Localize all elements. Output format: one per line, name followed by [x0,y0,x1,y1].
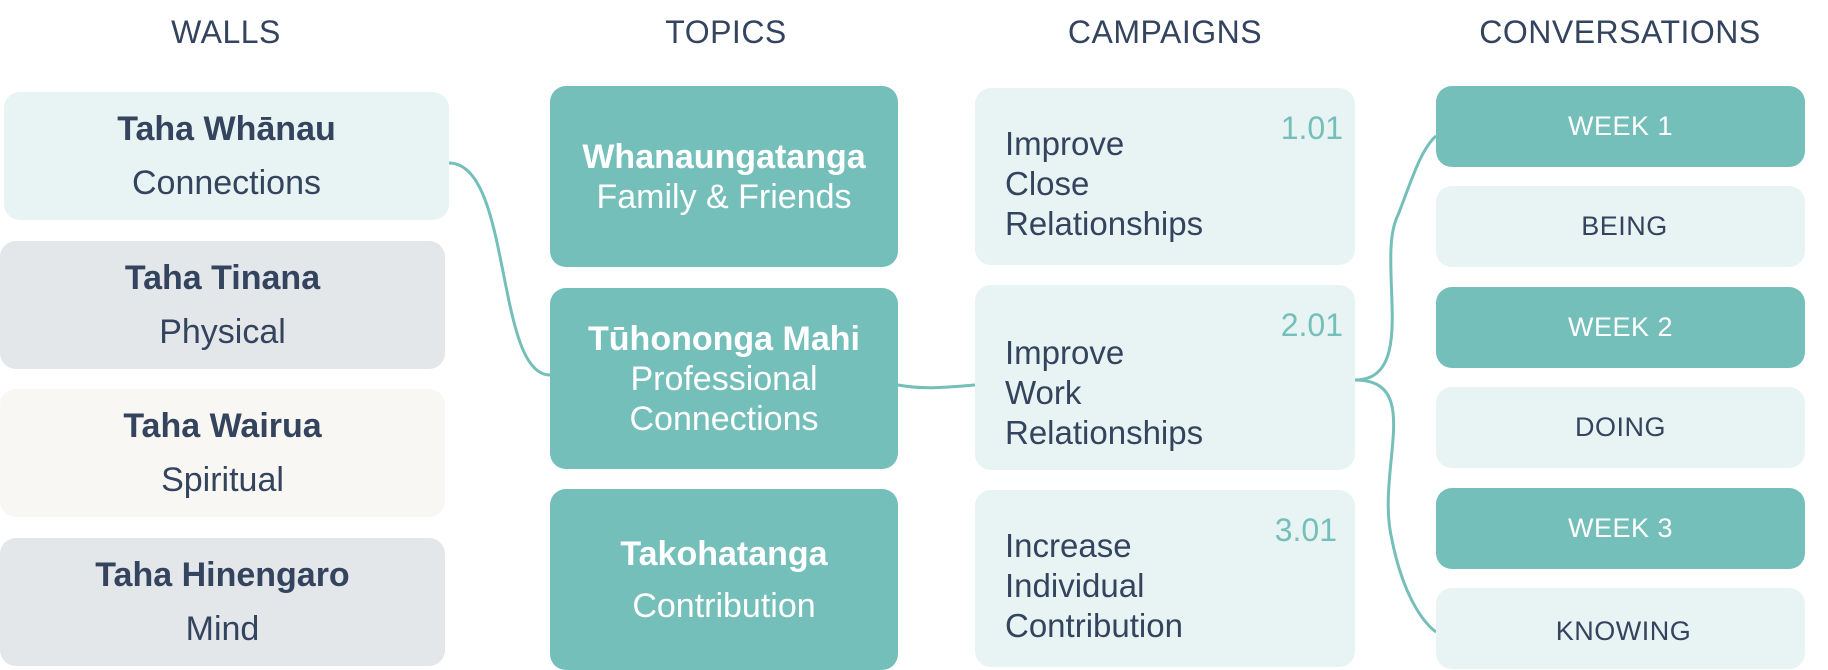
campaigns-header: CAMPAIGNS [1067,14,1263,50]
walls-header: WALLS [171,14,281,50]
conversation-knowing[interactable]: KNOWING [1436,588,1805,669]
wall-title: Taha Tinana [124,259,321,297]
campaign-line: Individual [1005,567,1145,604]
campaign-line: Improve [1005,125,1125,162]
conversations-header: CONVERSATIONS [1479,14,1761,50]
campaign-card-1[interactable]: 1.01 Improve Close Relationships [975,88,1355,265]
wall-title: Taha Wairua [123,407,322,445]
campaign-card-3[interactable]: 3.01 Increase Individual Contribution [975,490,1355,667]
campaign-line: Contribution [1005,607,1183,644]
conversation-doing[interactable]: DOING [1436,387,1805,468]
wall-to-topic-link [448,161,551,377]
wall-card-whanau[interactable]: Taha Whānau Connections [4,92,449,220]
campaign-to-week3-link [1354,378,1437,634]
topic-card-tuhononga-mahi[interactable]: Tūhononga Mahi Professional Connections [550,288,898,469]
topic-title: Takohatanga [620,534,828,573]
campaign-code: 3.01 [1274,512,1337,548]
topic-subtitle: Professional [630,359,818,398]
wall-title: Taha Whānau [117,110,336,148]
wall-card-wairua[interactable]: Taha Wairua Spiritual [0,389,445,517]
topic-card-takohatanga[interactable]: Takohatanga Contribution [550,489,898,670]
conversation-week-2[interactable]: WEEK 2 [1436,287,1805,368]
wall-subtitle: Physical [159,313,286,351]
topic-title: Tūhononga Mahi [588,319,860,358]
campaign-line: Increase [1005,527,1132,564]
wall-card-tinana[interactable]: Taha Tinana Physical [0,241,445,369]
wall-subtitle: Mind [185,610,260,648]
topic-subtitle-2: Connections [629,399,819,438]
campaign-card-2[interactable]: 2.01 Improve Work Relationships [975,285,1355,470]
conversation-week-3[interactable]: WEEK 3 [1436,488,1805,569]
campaign-line: Close [1005,165,1090,202]
conversation-being[interactable]: BEING [1436,186,1805,267]
campaign-line: Work [1005,374,1082,411]
topic-subtitle: Contribution [632,586,816,625]
conversation-week-1[interactable]: WEEK 1 [1436,86,1805,167]
campaign-to-week1-link [1354,134,1438,382]
campaign-line: Relationships [1005,205,1204,242]
topics-header: TOPICS [665,14,787,50]
topic-to-campaign-link [897,383,976,390]
campaign-code: 2.01 [1280,307,1343,343]
wall-title: Taha Hinengaro [95,556,350,594]
wall-subtitle: Connections [131,164,321,202]
campaign-line: Relationships [1005,414,1204,451]
campaign-line: Improve [1005,334,1125,371]
wall-card-hinengaro[interactable]: Taha Hinengaro Mind [0,538,445,666]
topic-subtitle: Family & Friends [596,177,852,216]
wall-subtitle: Spiritual [161,461,284,499]
topic-card-whanaungatanga[interactable]: Whanaungatanga Family & Friends [550,86,898,267]
topic-title: Whanaungatanga [582,137,866,176]
campaign-code: 1.01 [1280,110,1343,146]
